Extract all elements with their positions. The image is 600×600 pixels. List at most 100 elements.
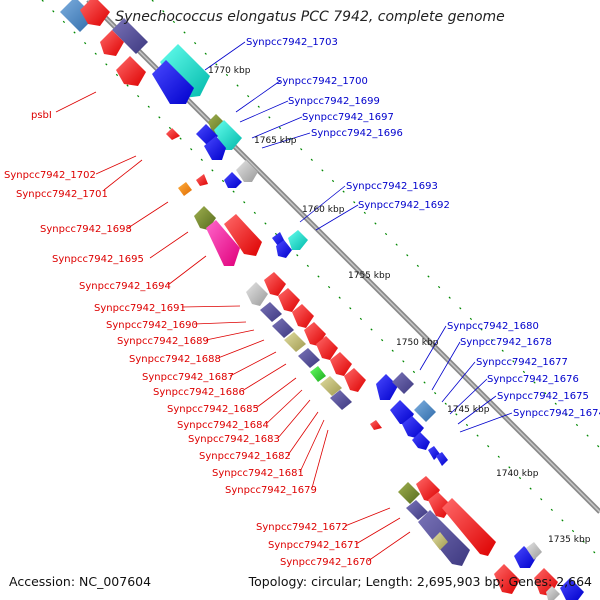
- gene-label-forward[interactable]: Synpcc7942_1675: [497, 391, 589, 402]
- gene-arrow[interactable]: [412, 432, 430, 450]
- gene-arrow[interactable]: [236, 160, 258, 182]
- gene-arrow[interactable]: [398, 482, 420, 504]
- gene-label-reverse[interactable]: Synpcc7942_1694: [79, 281, 171, 292]
- gene-label-reverse[interactable]: Synpcc7942_1690: [106, 320, 198, 331]
- connector-line: [311, 429, 329, 489]
- gene-arrow[interactable]: [560, 578, 584, 600]
- gene-label-reverse[interactable]: Synpcc7942_1688: [129, 354, 221, 365]
- connector-line: [167, 255, 207, 286]
- connector-line: [241, 363, 287, 392]
- gene-label-forward[interactable]: Synpcc7942_1693: [346, 181, 438, 192]
- gene-arrow[interactable]: [60, 0, 95, 32]
- connector-line: [239, 100, 289, 123]
- gene-arrow[interactable]: [432, 532, 448, 550]
- gene-label-reverse[interactable]: psbI: [31, 110, 52, 121]
- connector-line: [431, 341, 461, 391]
- gene-label-forward[interactable]: Synpcc7942_1699: [288, 96, 380, 107]
- gene-arrow[interactable]: [204, 136, 226, 160]
- gene-label-forward[interactable]: Synpcc7942_1677: [476, 357, 568, 368]
- gene-arrow[interactable]: [224, 172, 242, 188]
- gene-arrow[interactable]: [298, 348, 320, 368]
- gene-arrow[interactable]: [272, 318, 294, 338]
- gene-arrow[interactable]: [376, 374, 398, 400]
- gene-label-reverse[interactable]: Synpcc7942_1701: [16, 189, 108, 200]
- gene-arrow[interactable]: [116, 56, 146, 86]
- gene-arrow[interactable]: [546, 586, 560, 600]
- reverse-connectors: [55, 91, 411, 562]
- gene-label-forward[interactable]: Synpcc7942_1703: [246, 37, 338, 48]
- kbp-scale: 1770 kbp 1765 kbp 1760 kbp 1755 kbp 1750…: [208, 66, 591, 545]
- gene-label-forward[interactable]: Synpcc7942_1697: [302, 112, 394, 123]
- gene-arrow[interactable]: [246, 282, 268, 306]
- gene-label-reverse[interactable]: Synpcc7942_1672: [256, 522, 348, 533]
- gene-label-reverse[interactable]: Synpcc7942_1702: [4, 170, 96, 181]
- gene-arrow[interactable]: [206, 220, 240, 266]
- connector-line: [441, 361, 476, 403]
- gene-label-reverse[interactable]: Synpcc7942_1681: [212, 468, 304, 479]
- gene-arrow[interactable]: [112, 18, 148, 54]
- gene-arrow[interactable]: [344, 368, 366, 392]
- gene-label-reverse[interactable]: Synpcc7942_1684: [177, 420, 269, 431]
- gene-arrow[interactable]: [194, 206, 216, 230]
- gene-arrow[interactable]: [414, 400, 436, 422]
- gene-arrow[interactable]: [292, 304, 314, 328]
- gene-arrow[interactable]: [442, 498, 496, 556]
- gene-arrow[interactable]: [406, 500, 428, 520]
- gene-label-reverse[interactable]: Synpcc7942_1687: [142, 372, 234, 383]
- gene-arrow[interactable]: [166, 128, 180, 140]
- kbp-label: 1770 kbp: [208, 66, 251, 76]
- gene-arrow[interactable]: [370, 420, 382, 430]
- gene-label-forward[interactable]: Synpcc7942_1680: [447, 321, 539, 332]
- gene-arrow[interactable]: [390, 400, 414, 424]
- connector-line: [419, 325, 447, 371]
- gene-label-forward[interactable]: Synpcc7942_1678: [460, 337, 552, 348]
- gene-arrow[interactable]: [330, 390, 352, 410]
- gene-arrow[interactable]: [494, 564, 520, 594]
- gene-label-reverse[interactable]: Synpcc7942_1689: [117, 336, 209, 347]
- gene-arrow[interactable]: [260, 302, 282, 322]
- gene-arrow[interactable]: [304, 322, 326, 346]
- gene-arrow[interactable]: [316, 336, 338, 360]
- gene-label-reverse[interactable]: Synpcc7942_1686: [153, 387, 245, 398]
- kbp-label: 1755 kbp: [348, 271, 391, 281]
- gene-arrow[interactable]: [310, 366, 326, 382]
- gene-label-reverse[interactable]: Synpcc7942_1685: [167, 404, 259, 415]
- gene-arrow[interactable]: [152, 60, 194, 104]
- gene-arrow[interactable]: [436, 452, 448, 466]
- gene-label-forward[interactable]: Synpcc7942_1674: [513, 408, 600, 419]
- gene-label-reverse[interactable]: Synpcc7942_1671: [268, 540, 360, 551]
- gene-arrow[interactable]: [330, 352, 352, 376]
- gene-arrow[interactable]: [288, 230, 308, 250]
- gene-arrow[interactable]: [284, 332, 306, 352]
- gene-label-forward[interactable]: Synpcc7942_1692: [358, 200, 450, 211]
- connector-line: [103, 159, 143, 191]
- gene-arrow[interactable]: [196, 174, 208, 186]
- gene-label-reverse[interactable]: Synpcc7942_1691: [94, 303, 186, 314]
- gene-label-forward[interactable]: Synpcc7942_1696: [311, 128, 403, 139]
- gene-label-reverse[interactable]: Synpcc7942_1683: [188, 434, 280, 445]
- connector-line: [149, 231, 189, 259]
- gene-label-reverse[interactable]: Synpcc7942_1682: [199, 451, 291, 462]
- gene-arrow[interactable]: [80, 0, 110, 26]
- gene-arrow[interactable]: [514, 546, 536, 568]
- gene-arrow[interactable]: [100, 30, 124, 56]
- gene-label-forward[interactable]: Synpcc7942_1676: [487, 374, 579, 385]
- gene-arrow[interactable]: [224, 214, 262, 256]
- gene-label-reverse[interactable]: Synpcc7942_1695: [52, 254, 144, 265]
- gene-arrow[interactable]: [278, 288, 300, 312]
- gene-label-forward[interactable]: Synpcc7942_1700: [276, 76, 368, 87]
- gene-arrow[interactable]: [526, 542, 542, 560]
- gene-label-reverse[interactable]: Synpcc7942_1698: [40, 224, 132, 235]
- connector-line: [457, 395, 497, 425]
- gene-arrow[interactable]: [264, 272, 286, 296]
- gene-arrow[interactable]: [178, 182, 192, 196]
- gene-arrow[interactable]: [320, 376, 342, 396]
- gene-arrow[interactable]: [392, 372, 414, 394]
- gene-arrow[interactable]: [160, 44, 210, 98]
- gene-arrow[interactable]: [276, 240, 292, 258]
- gene-arrow[interactable]: [402, 416, 424, 438]
- gene-label-reverse[interactable]: Synpcc7942_1670: [280, 557, 372, 568]
- forward-gene-labels: Synpcc7942_1703 Synpcc7942_1700 Synpcc79…: [246, 37, 600, 419]
- gene-label-reverse[interactable]: Synpcc7942_1679: [225, 485, 317, 496]
